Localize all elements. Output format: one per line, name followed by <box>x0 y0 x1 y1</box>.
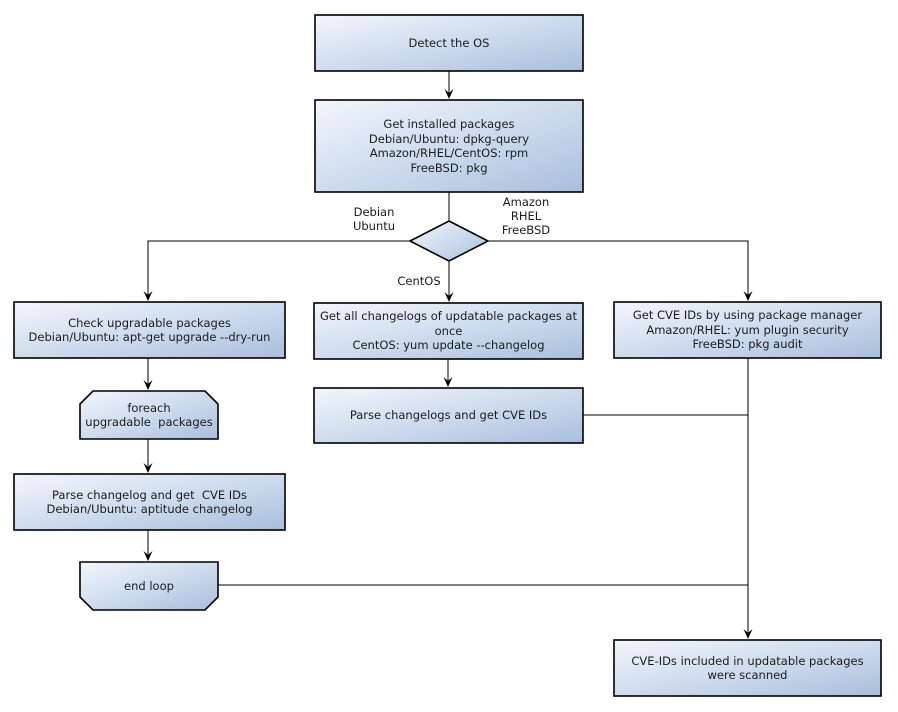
arrowhead-into-foreach <box>143 380 153 390</box>
arrowhead-into-get-changelogs <box>444 292 454 302</box>
node-get-all-changelogs-shape <box>313 302 584 360</box>
edge-decision-to-get-cve <box>488 240 749 296</box>
arrowhead-into-parse-changelogs <box>443 377 453 387</box>
arrowhead-into-installed <box>444 89 454 99</box>
node-check-upgradable-shape <box>13 301 286 359</box>
node-parse-changelogs-shape <box>313 387 584 444</box>
node-parse-changelog-shape <box>13 473 286 531</box>
node-foreach-loop-shape <box>79 390 219 440</box>
node-get-installed-shape <box>314 99 584 193</box>
arrowhead-into-parse-changelog <box>143 463 153 473</box>
node-get-cve-ids-shape <box>613 301 882 359</box>
node-scanned-result-shape <box>613 639 882 697</box>
node-os-decision-diamond <box>408 220 490 262</box>
arrowhead-into-check-upgradable <box>143 291 153 301</box>
node-end-loop-shape <box>79 561 219 611</box>
arrowhead-into-scanned <box>743 629 753 639</box>
arrowhead-into-get-cve <box>743 291 753 301</box>
edge-decision-to-check-upgradable <box>147 240 410 296</box>
arrowhead-into-endloop <box>143 551 153 561</box>
node-detect-os-shape <box>314 14 584 72</box>
